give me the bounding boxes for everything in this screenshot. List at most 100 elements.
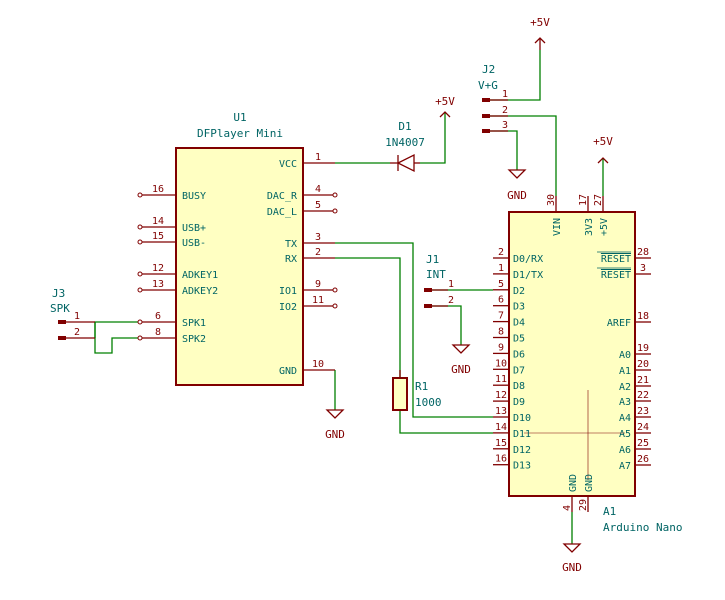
pin-number: 7 xyxy=(498,311,504,322)
j3-value: SPK xyxy=(50,302,70,315)
pin-name: AREF xyxy=(607,318,631,329)
pin-name: VIN xyxy=(552,218,563,236)
pin-number: 2 xyxy=(315,247,321,258)
gnd-symbol: GND xyxy=(325,409,345,441)
pin-name: D4 xyxy=(513,318,525,329)
r1-value: 1000 xyxy=(415,396,442,409)
pin-name: D3 xyxy=(513,302,525,313)
pin-name: D13 xyxy=(513,461,531,472)
pin-number: 5 xyxy=(315,200,321,211)
d1-diode: D1 1N4007 xyxy=(385,120,425,173)
pin-name: A5 xyxy=(619,429,631,440)
pin-number: 3 xyxy=(640,263,646,274)
pin-number: 11 xyxy=(495,374,507,385)
pin-name: GND xyxy=(584,474,595,492)
pin-name: D10 xyxy=(513,413,531,424)
pin-name: TX xyxy=(285,239,297,250)
pin-name: DAC_L xyxy=(267,207,297,218)
pin-number: 14 xyxy=(152,216,164,227)
gnd-symbol: GND xyxy=(562,543,582,574)
wire-j3-1 xyxy=(94,322,140,354)
j3-pin1: 1 xyxy=(74,311,80,322)
pin-name: RESET xyxy=(601,254,631,265)
pin-name: D0/RX xyxy=(513,254,543,265)
a1-pin-d5: 8D5 xyxy=(493,327,525,345)
pin-number: 19 xyxy=(637,343,649,354)
pin-name: D1/TX xyxy=(513,270,543,281)
pin-number: 16 xyxy=(495,454,507,465)
plus5v-label: +5V xyxy=(530,16,550,29)
pin-name: D5 xyxy=(513,334,525,345)
pin-number: 11 xyxy=(312,295,324,306)
a1-pin-d0rx: 2D0/RX xyxy=(493,247,543,265)
u1-body xyxy=(175,147,304,386)
pin-number: 14 xyxy=(495,422,507,433)
pin-name: SPK1 xyxy=(182,318,206,329)
plus5v-label: +5V xyxy=(435,95,455,108)
pin-number: 12 xyxy=(152,263,164,274)
wire-j1-gnd xyxy=(430,305,462,345)
pin-number: 5 xyxy=(498,279,504,290)
wire-tx-d10 xyxy=(335,242,493,418)
j2-ref: J2 xyxy=(482,63,495,76)
pin-name: D12 xyxy=(513,445,531,456)
pin-name: A2 xyxy=(619,382,631,393)
j2-connector: J2 V+G 1 2 3 xyxy=(478,63,508,133)
j2-pin2: 2 xyxy=(502,105,508,116)
pin-number: 15 xyxy=(495,438,507,449)
pin-name: A6 xyxy=(619,445,631,456)
a1-ref: A1 xyxy=(603,505,616,518)
pin-number: 24 xyxy=(637,422,649,433)
pin-number: 25 xyxy=(637,438,649,449)
wire-diode-5v xyxy=(420,112,446,164)
pin-name: ADKEY2 xyxy=(182,286,218,297)
pin-name: IO2 xyxy=(279,302,297,313)
a1-pin-d1tx: 1D1/TX xyxy=(493,263,543,281)
pin-number: 1 xyxy=(315,152,321,163)
plus5v-label: +5V xyxy=(593,135,613,148)
pin-name: D6 xyxy=(513,349,525,360)
pin-name: D9 xyxy=(513,397,525,408)
pin-number: 2 xyxy=(498,247,504,258)
r1-ref: R1 xyxy=(415,380,428,393)
pin-name: RESET xyxy=(601,270,631,281)
gnd-symbol: GND xyxy=(451,344,471,376)
j1-connector: J1 INT 1 2 xyxy=(424,253,454,308)
pin-number: 16 xyxy=(152,184,164,195)
pin-number: 4 xyxy=(562,505,573,511)
pin-name: A4 xyxy=(619,413,631,424)
j2-value: V+G xyxy=(478,79,498,92)
pin-name: SPK2 xyxy=(182,334,206,345)
pin-number: 12 xyxy=(495,390,507,401)
pin-name: VCC xyxy=(279,159,297,170)
pin-number: 10 xyxy=(495,358,507,369)
pin-number: 28 xyxy=(637,247,649,258)
pin-number: 26 xyxy=(637,454,649,465)
plus5v-symbol: +5V xyxy=(593,135,613,164)
pin-number: 15 xyxy=(152,231,164,242)
wire-j2-5v xyxy=(488,50,541,101)
pin-number: 23 xyxy=(637,406,649,417)
u1-pin-tx: 3TX xyxy=(285,232,335,250)
wire-j3-2 xyxy=(94,321,140,338)
